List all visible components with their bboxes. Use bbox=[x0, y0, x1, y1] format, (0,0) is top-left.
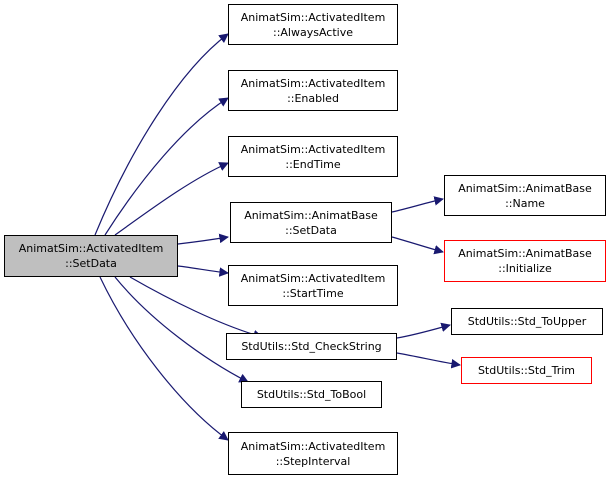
node-label-line2: ::AlwaysActive bbox=[273, 25, 353, 39]
node-end-time[interactable]: AnimatSim::ActivatedItem ::EndTime bbox=[228, 136, 398, 177]
node-animat-base-set-data[interactable]: AnimatSim::AnimatBase ::SetData bbox=[230, 202, 392, 243]
edge-root-to-enabled bbox=[104, 97, 229, 236]
node-label-line2: ::Name bbox=[505, 196, 545, 210]
node-label-line1: StdUtils::Std_Trim bbox=[477, 364, 576, 377]
node-std-trim[interactable]: StdUtils::Std_Trim bbox=[461, 357, 592, 384]
node-label-line1: AnimatSim::ActivatedItem bbox=[240, 142, 386, 156]
edge-root-to-always-active bbox=[94, 33, 229, 236]
node-label-line2: ::Initialize bbox=[498, 262, 552, 275]
node-activated-item-set-data: AnimatSim::ActivatedItem ::SetData bbox=[4, 235, 178, 277]
node-label-line1: StdUtils::Std_ToUpper bbox=[467, 315, 587, 328]
node-label-line1: AnimatSim::ActivatedItem bbox=[240, 271, 386, 285]
edge-root-to-to-bool bbox=[114, 276, 249, 383]
edge-root-to-step-interval bbox=[99, 276, 229, 441]
node-animat-base-initialize[interactable]: AnimatSim::AnimatBase ::Initialize bbox=[444, 240, 606, 282]
node-label-line2: ::StepInterval bbox=[275, 454, 351, 468]
node-std-check-string[interactable]: StdUtils::Std_CheckString bbox=[226, 333, 397, 360]
node-label-line2: ::Enabled bbox=[287, 91, 339, 105]
node-label-line1: AnimatSim::AnimatBase bbox=[458, 181, 592, 195]
node-label-line2: ::SetData bbox=[65, 257, 117, 270]
edge-root-to-start-time bbox=[177, 265, 229, 277]
node-label-line1: StdUtils::Std_ToBool bbox=[256, 388, 367, 401]
node-start-time[interactable]: AnimatSim::ActivatedItem ::StartTime bbox=[228, 265, 398, 306]
edge-root-to-base-set-data bbox=[177, 233, 229, 245]
node-label-line1: AnimatSim::ActivatedItem bbox=[240, 76, 386, 90]
node-std-to-upper[interactable]: StdUtils::Std_ToUpper bbox=[451, 308, 603, 335]
node-label-line1: AnimatSim::ActivatedItem bbox=[240, 10, 386, 24]
node-label-line1: AnimatSim::AnimatBase bbox=[244, 208, 378, 222]
edge-root-to-check-string bbox=[129, 276, 263, 340]
node-std-to-bool[interactable]: StdUtils::Std_ToBool bbox=[241, 381, 382, 408]
edge-root-to-end-time bbox=[114, 162, 229, 236]
node-label-line1: AnimatSim::ActivatedItem bbox=[240, 439, 386, 453]
node-label-line1: StdUtils::Std_CheckString bbox=[241, 340, 382, 353]
node-enabled[interactable]: AnimatSim::ActivatedItem ::Enabled bbox=[228, 70, 398, 111]
node-animat-base-name[interactable]: AnimatSim::AnimatBase ::Name bbox=[444, 175, 606, 216]
edge-base-set-data-to-base-initialize bbox=[391, 236, 444, 255]
node-label-line2: ::EndTime bbox=[285, 157, 341, 171]
node-step-interval[interactable]: AnimatSim::ActivatedItem ::StepInterval bbox=[228, 432, 398, 475]
edge-check-string-to-trim bbox=[396, 352, 461, 369]
edge-base-set-data-to-base-name bbox=[391, 196, 444, 213]
node-label-line1: AnimatSim::AnimatBase bbox=[458, 247, 592, 260]
edge-check-string-to-to-upper bbox=[396, 322, 451, 339]
node-label-line2: ::SetData bbox=[285, 223, 337, 237]
node-label-line2: ::StartTime bbox=[282, 286, 344, 300]
node-always-active[interactable]: AnimatSim::ActivatedItem ::AlwaysActive bbox=[228, 4, 398, 45]
node-label-line1: AnimatSim::ActivatedItem bbox=[18, 242, 164, 255]
